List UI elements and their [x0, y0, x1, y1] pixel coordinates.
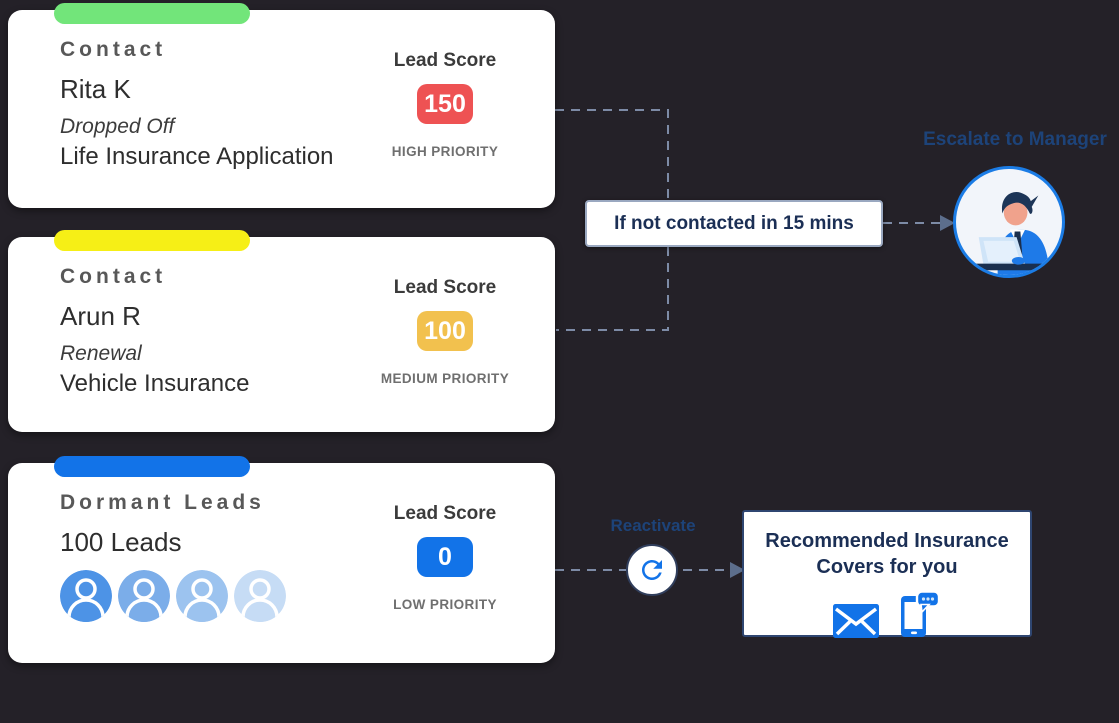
reactivate-node — [626, 544, 678, 596]
priority-accent-bar — [54, 3, 250, 24]
lead-score-badge: 150 — [417, 84, 473, 124]
person-avatar-icon — [176, 570, 228, 622]
dormant-avatars — [60, 570, 286, 622]
recommendation-node: Recommended Insurance Covers for you — [742, 510, 1032, 638]
priority-label: HIGH PRIORITY — [391, 144, 499, 159]
contact-name: Rita K — [60, 74, 131, 104]
card-info: Contact Rita K Dropped Off Life Insuranc… — [60, 38, 334, 171]
person-avatar-icon — [234, 570, 286, 622]
priority-label: LOW PRIORITY — [393, 597, 497, 612]
product-name: Vehicle Insurance — [60, 370, 250, 397]
card-label: Contact — [60, 265, 167, 288]
refresh-icon — [642, 560, 662, 580]
dormant-leads-card: Dormant Leads 100 Leads — [8, 456, 555, 663]
contact-status: Dropped Off — [60, 115, 175, 138]
escalate-label: Escalate to Manager — [923, 129, 1107, 150]
channel-icons — [744, 591, 1030, 638]
card-info: Dormant Leads 100 Leads — [60, 491, 286, 622]
lead-score-label: Lead Score — [393, 277, 497, 298]
connector-arun-to-condition — [556, 247, 669, 331]
recommendation-title: Recommended Insurance Covers for you — [765, 530, 1009, 578]
contact-name: Arun R — [60, 301, 141, 331]
lead-score-panel: Lead Score 100 MEDIUM PRIORITY — [365, 277, 525, 386]
condition-text: If not contacted in 15 mins — [614, 212, 854, 234]
envelope-icon — [833, 604, 879, 638]
manager-avatar — [953, 166, 1065, 278]
priority-accent-bar — [54, 230, 250, 251]
lead-card-rita: Contact Rita K Dropped Off Life Insuranc… — [8, 3, 555, 208]
lead-score-label: Lead Score — [393, 503, 497, 524]
lead-score-panel: Lead Score 150 HIGH PRIORITY — [365, 50, 525, 159]
leads-count: 100 Leads — [60, 527, 182, 557]
lead-card-arun: Contact Arun R Renewal Vehicle Insurance… — [8, 230, 555, 432]
priority-label: MEDIUM PRIORITY — [380, 371, 510, 386]
product-name: Life Insurance Application — [60, 143, 334, 170]
contact-status: Renewal — [60, 342, 142, 365]
person-avatar-icon — [118, 570, 170, 622]
priority-accent-bar — [54, 456, 250, 477]
person-avatar-icon — [60, 570, 112, 622]
card-label: Dormant Leads — [60, 491, 265, 514]
phone-chat-icon — [901, 591, 941, 637]
lead-score-label: Lead Score — [393, 50, 497, 71]
card-label: Contact — [60, 38, 167, 61]
connector-rita-to-condition — [555, 109, 669, 200]
lead-score-badge: 100 — [417, 311, 473, 351]
condition-node: If not contacted in 15 mins — [585, 200, 883, 247]
reactivate-label: Reactivate — [610, 516, 696, 535]
manager-at-laptop-illustration — [959, 192, 1059, 275]
lead-score-badge: 0 — [417, 537, 473, 577]
card-info: Contact Arun R Renewal Vehicle Insurance — [60, 265, 249, 398]
lead-score-panel: Lead Score 0 LOW PRIORITY — [365, 503, 525, 612]
